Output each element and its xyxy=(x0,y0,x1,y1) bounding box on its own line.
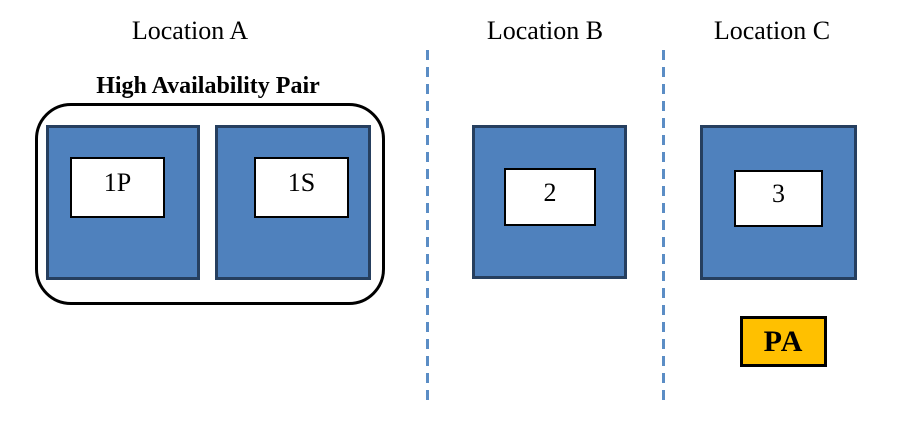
ha-pair-label: High Availability Pair xyxy=(96,73,320,99)
location-a-title: Location A xyxy=(131,16,249,45)
node-2: 2 xyxy=(472,125,627,279)
node-1s-label: 1S xyxy=(254,157,349,218)
location-c-title: Location C xyxy=(713,16,831,45)
node-1p: 1P xyxy=(46,125,200,280)
location-b-title: Location B xyxy=(486,16,604,45)
divider-location-b-c xyxy=(662,50,665,407)
node-2-label: 2 xyxy=(504,168,596,226)
ha-pair-container xyxy=(35,103,385,305)
node-3-label: 3 xyxy=(734,170,823,227)
node-3: 3 xyxy=(700,125,857,280)
node-1s: 1S xyxy=(215,125,371,280)
node-1p-label: 1P xyxy=(70,157,165,218)
pa-box: PA xyxy=(740,316,827,367)
divider-location-a-b xyxy=(426,50,429,407)
